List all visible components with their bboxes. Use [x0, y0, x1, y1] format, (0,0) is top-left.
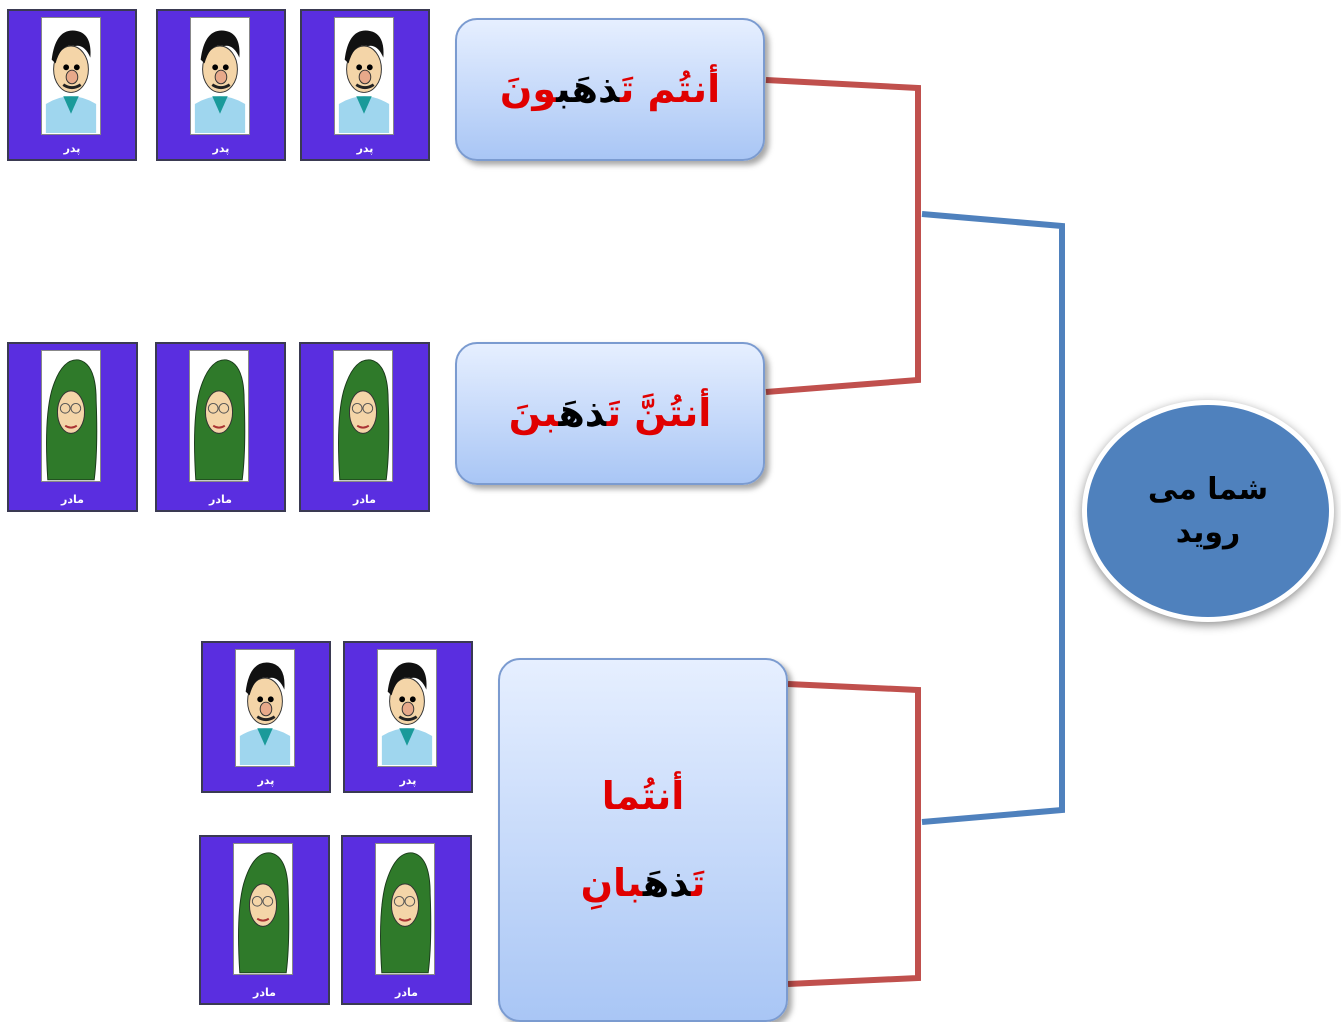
father-illustration: [235, 649, 295, 767]
mother-card: مادر: [199, 835, 330, 1005]
pronoun-text: أنتُما: [601, 773, 685, 818]
pronoun-text: أنتُم: [647, 66, 721, 111]
mother-card: مادر: [341, 835, 472, 1005]
subject-line-2: روید: [1175, 515, 1241, 550]
mother-illustration: [41, 350, 101, 482]
father-label: پدر: [212, 142, 230, 155]
verb-box-dual: أنتُما تَذهَبانِ: [498, 658, 788, 1022]
mother-illustration: [375, 843, 435, 975]
mother-illustration: [233, 843, 293, 975]
mother-illustration: [189, 350, 249, 482]
verb-line: أنتُم تَذهَبونَ: [500, 66, 720, 114]
connector-subject-bracket: [921, 211, 1065, 825]
father-card: پدر: [300, 9, 430, 161]
father-label: پدر: [257, 774, 275, 787]
father-card: پدر: [156, 9, 286, 161]
verb-prefix: تَ: [606, 390, 622, 435]
mother-illustration: [333, 350, 393, 482]
father-illustration: [190, 17, 250, 135]
mother-label: مادر: [61, 493, 84, 506]
mother-label: مادر: [209, 493, 232, 506]
verb-stem: ذهَ: [571, 66, 620, 111]
subject-line-1: شما می: [1147, 471, 1269, 507]
father-label: پدر: [63, 142, 81, 155]
father-illustration: [334, 17, 394, 135]
father-illustration: [377, 649, 437, 767]
verb-box-plural-masculine: أنتُم تَذهَبونَ: [455, 18, 765, 161]
mother-label: مادر: [353, 493, 376, 506]
verb-line: أنتُنَّ تَذهَبنَ: [509, 390, 712, 438]
father-card: پدر: [7, 9, 137, 161]
verb-prefix: تَ: [691, 861, 706, 905]
subject-circle: شما می روید: [1082, 400, 1334, 622]
verb-stem-end: ب: [556, 66, 572, 111]
verb-line: تَذهَبانِ: [581, 860, 706, 908]
father-card: پدر: [201, 641, 331, 793]
connector-dual-bracket: [787, 681, 921, 987]
mother-label: مادر: [395, 986, 418, 999]
mother-card: مادر: [299, 342, 430, 512]
mother-card: مادر: [155, 342, 286, 512]
verb-prefix: تَ: [619, 66, 635, 111]
verb-box-plural-feminine: أنتُنَّ تَذهَبنَ: [455, 342, 765, 485]
mother-label: مادر: [253, 986, 276, 999]
verb-suffix: بنَ: [508, 390, 559, 435]
verb-suffix: ونَ: [499, 66, 557, 111]
father-label: پدر: [399, 774, 417, 787]
mother-card: مادر: [7, 342, 138, 512]
connector-plural-bracket: [765, 77, 921, 395]
verb-stem: ذهَ: [642, 861, 692, 905]
pronoun-text: أنتُنَّ: [634, 390, 712, 435]
father-illustration: [41, 17, 101, 135]
verb-suffix: بانِ: [580, 861, 643, 905]
verb-stem: ذهَ: [558, 390, 607, 435]
father-card: پدر: [343, 641, 473, 793]
father-label: پدر: [356, 142, 374, 155]
